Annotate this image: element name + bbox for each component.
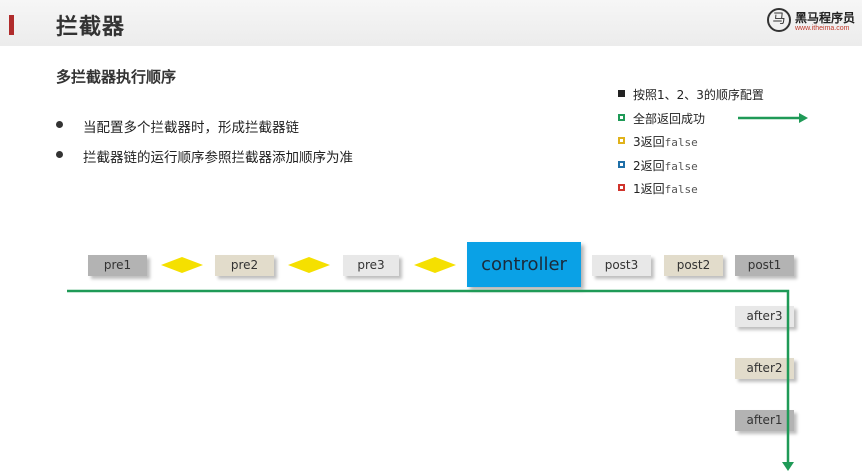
diamond-arrow-icon [161, 257, 203, 273]
legend-label: 按照1、2、3的顺序配置 [633, 88, 764, 102]
bullet-dot-icon [56, 151, 63, 158]
pre1-box: pre1 [88, 255, 147, 276]
legend-item: 按照1、2、3的顺序配置 [618, 86, 764, 110]
legend-square-icon [618, 90, 625, 97]
after3-box: after3 [735, 306, 794, 327]
legend-label: 1返回 [633, 182, 665, 196]
legend-item: 全部返回成功 [618, 110, 764, 134]
bullet-list: 当配置多个拦截器时，形成拦截器链 拦截器链的运行顺序参照拦截器添加顺序为准 [56, 116, 353, 176]
header-bar: 拦截器 马 黑马程序员 www.itheima.com [0, 0, 862, 46]
horse-logo-icon: 马 [767, 8, 791, 32]
legend-mono: false [664, 159, 698, 173]
pre2-box: pre2 [215, 255, 274, 276]
execution-path-line [67, 289, 790, 464]
logo-text: 黑马程序员 [795, 11, 856, 25]
legend-item: 2返回false [618, 157, 764, 181]
page-title: 拦截器 [56, 15, 126, 40]
controller-box: controller [467, 242, 581, 287]
legend-square-icon [618, 113, 625, 121]
section-title: 多拦截器执行顺序 [56, 68, 177, 86]
execution-path-arrowhead-icon [782, 462, 794, 471]
legend: 按照1、2、3的顺序配置 全部返回成功 3返回false 2返回false 1返… [618, 86, 764, 204]
bullet-item: 当配置多个拦截器时，形成拦截器链 [56, 116, 353, 146]
legend-mono: false [664, 183, 698, 196]
logo-url: www.itheima.com [795, 25, 850, 32]
brand-logo: 马 黑马程序员 www.itheima.com [767, 6, 857, 38]
bullet-dot-icon [56, 121, 63, 128]
after2-box: after2 [735, 358, 794, 379]
after1-box: after1 [735, 410, 794, 431]
bullet-item: 拦截器链的运行顺序参照拦截器添加顺序为准 [56, 146, 353, 176]
bullet-text: 当配置多个拦截器时，形成拦截器链 [83, 120, 299, 136]
legend-mono: false [664, 136, 698, 149]
legend-square-icon [618, 184, 625, 191]
post3-box: post3 [592, 255, 651, 276]
legend-label: 2返回 [633, 158, 665, 173]
legend-item: 3返回false [618, 133, 764, 157]
pre3-box: pre3 [343, 255, 399, 276]
legend-label: 3返回 [633, 135, 665, 149]
post1-box: post1 [735, 255, 794, 276]
title-accent [9, 15, 14, 35]
legend-arrowhead-icon [799, 113, 808, 123]
legend-square-icon [618, 137, 625, 144]
legend-square-icon [618, 160, 625, 168]
legend-label: 全部返回成功 [633, 111, 706, 126]
post2-box: post2 [664, 255, 723, 276]
diamond-arrow-icon [414, 257, 456, 273]
bullet-text: 拦截器链的运行顺序参照拦截器添加顺序为准 [83, 150, 353, 166]
diamond-arrow-icon [288, 257, 330, 273]
legend-item: 1返回false [618, 180, 764, 204]
